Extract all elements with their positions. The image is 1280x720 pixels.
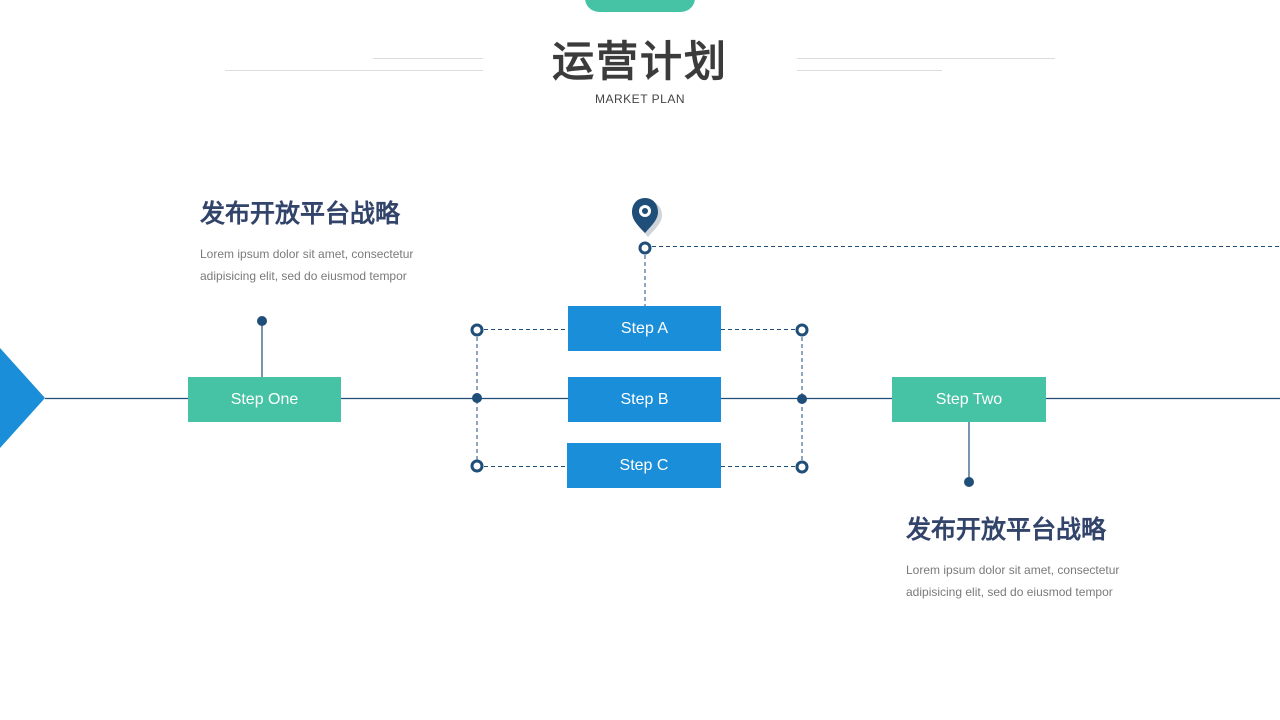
title-rule-right-lower bbox=[797, 70, 942, 71]
block-description-line: Lorem ipsum dolor sit amet, consectetur bbox=[906, 563, 1120, 577]
page-subtitle: MARKET PLAN bbox=[595, 92, 685, 106]
ring-node bbox=[795, 460, 809, 474]
map-pin-icon bbox=[632, 198, 662, 237]
step-two-node bbox=[964, 477, 974, 487]
ring-node bbox=[470, 459, 484, 473]
header-tab-decoration bbox=[585, 0, 695, 12]
ring-node bbox=[470, 323, 484, 337]
title-rule-left-upper bbox=[373, 58, 483, 59]
step-c-box: Step C bbox=[567, 443, 721, 488]
step-one-box: Step One bbox=[188, 377, 341, 422]
step-one-node bbox=[257, 316, 267, 326]
step-a-box: Step A bbox=[568, 306, 721, 351]
block-description: Lorem ipsum dolor sit amet, consectetur … bbox=[200, 243, 460, 287]
block-description-line: Lorem ipsum dolor sit amet, consectetur bbox=[200, 247, 414, 261]
arrow-right-icon bbox=[0, 348, 45, 448]
ring-nodes bbox=[470, 241, 809, 474]
bracket-join-node-left bbox=[472, 393, 482, 403]
bracket-join-node-right bbox=[797, 394, 807, 404]
ring-node bbox=[638, 241, 652, 255]
block-description-line: adipisicing elit, sed do eiusmod tempor bbox=[200, 269, 407, 283]
title-rule-left-lower bbox=[225, 70, 483, 71]
block-description: Lorem ipsum dolor sit amet, consectetur … bbox=[906, 559, 1166, 603]
title-rule-right-upper bbox=[797, 58, 1055, 59]
page-title: 运营计划 bbox=[551, 38, 728, 85]
block-description-line: adipisicing elit, sed do eiusmod tempor bbox=[906, 585, 1113, 599]
block-heading: 发布开放平台战略 bbox=[906, 516, 1107, 544]
branch-bracket bbox=[476, 246, 1280, 467]
block-heading: 发布开放平台战略 bbox=[200, 200, 401, 228]
step-b-box: Step B bbox=[568, 377, 721, 422]
step-two-box: Step Two bbox=[892, 377, 1046, 422]
ring-node bbox=[795, 323, 809, 337]
